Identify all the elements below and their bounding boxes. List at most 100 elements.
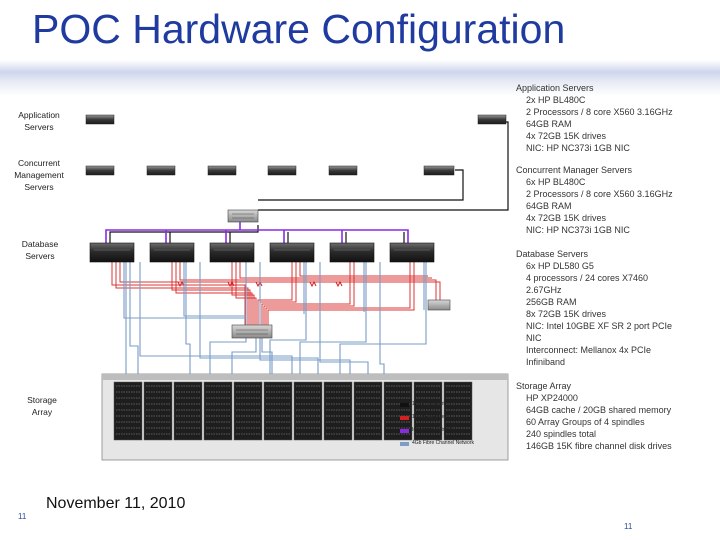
storage-rack: [263, 381, 293, 441]
db-servers-label-line: Database: [21, 239, 59, 249]
storage-rack: [353, 381, 383, 441]
app-servers-label-line: Servers: [24, 122, 54, 132]
cm-server-group: [85, 165, 455, 176]
spec-heading: Storage Array: [516, 381, 572, 391]
spec-line: NIC: Intel 10GBE XF SR 2 port PCIe: [526, 321, 673, 331]
storage-rack: [443, 381, 473, 441]
legend-swatch-infiniband: [400, 429, 409, 433]
cm-uplink: [258, 169, 464, 201]
spec-line: 256GB RAM: [526, 297, 577, 307]
spec-cm-servers: Concurrent Manager Servers 6x HP BL480C …: [516, 164, 716, 236]
spec-line: HP XP24000: [526, 393, 578, 403]
spec-line: 6x HP DL580 G5: [526, 261, 594, 271]
spec-line: NIC: HP NC373i 1GB NIC: [526, 143, 630, 153]
cm-server: [267, 165, 297, 176]
fibre-channel-cables: [123, 262, 427, 380]
spec-app-servers: Application Servers 2x HP BL480C 2 Proce…: [516, 82, 716, 154]
legend-label: 1 GbE Network: [412, 401, 446, 407]
storage-label-line: Storage: [27, 395, 57, 405]
gbe-network-cables: [109, 121, 509, 244]
storage-rack: [413, 381, 443, 441]
legend-swatch-gbe: [400, 403, 409, 407]
db-server: [149, 242, 195, 263]
spec-line: 60 Array Groups of 4 spindles: [526, 417, 645, 427]
cm-servers-label-line: Concurrent: [17, 158, 61, 168]
tengbe-markers: [177, 280, 343, 288]
spec-line: NIC: HP NC373i 1GB NIC: [526, 225, 630, 235]
spec-line: 2.67GHz: [526, 285, 562, 295]
legend-label: 4Gb Fibre Channel Network: [412, 440, 474, 446]
spec-line: Interconnect: Mellanox 4x PCIe: [526, 345, 652, 355]
storage-rack: [203, 381, 233, 441]
storage-rack: [293, 381, 323, 441]
gbe-switch: [227, 209, 259, 223]
spec-line: 240 spindles total: [526, 429, 597, 439]
tengbe-cables: [111, 262, 441, 325]
page-number: 11: [18, 512, 27, 521]
db-server: [269, 242, 315, 263]
legend-swatch-10gbe: [400, 416, 409, 420]
legend-label: 10GbE Network: [412, 414, 448, 420]
spec-heading: Application Servers: [516, 83, 594, 93]
san-switch: [231, 324, 273, 339]
spec-line: 6x HP BL480C: [526, 177, 586, 187]
spec-line: 2x HP BL480C: [526, 95, 586, 105]
spec-line: 64GB cache / 20GB shared memory: [526, 405, 672, 415]
storage-rack: [173, 381, 203, 441]
app-servers-label: Application Servers: [12, 109, 66, 133]
db-server: [209, 242, 255, 263]
storage-rack: [113, 381, 143, 441]
legend-label: Infiniband Network: [412, 427, 454, 433]
app-server: [85, 114, 115, 125]
spec-line: 146GB 15K fibre channel disk drives: [526, 441, 672, 451]
storage-rack: [143, 381, 173, 441]
spec-line: 64GB RAM: [526, 119, 572, 129]
spec-storage: Storage Array HP XP24000 64GB cache / 20…: [516, 380, 716, 452]
storage-rack: [323, 381, 353, 441]
spec-heading: Database Servers: [516, 249, 589, 259]
network-switch-group: [227, 209, 451, 339]
app-servers-label-line: Application: [18, 110, 60, 120]
storage-racks: [113, 381, 473, 441]
cm-server: [146, 165, 176, 176]
db-server: [389, 242, 435, 263]
spec-line: Infiniband: [526, 357, 566, 367]
cm-servers-label-line: Servers: [24, 182, 54, 192]
spec-line: 64GB RAM: [526, 201, 572, 211]
spec-line: 8x 72GB 15K drives: [526, 309, 607, 319]
db-servers-label: Database Servers: [12, 238, 68, 262]
cm-server: [85, 165, 115, 176]
cm-server: [207, 165, 237, 176]
storage-rack: [233, 381, 263, 441]
db-gbe-bus: [109, 225, 259, 244]
footer-date: November 11, 2010: [46, 495, 186, 512]
spec-line: 2 Processors / 8 core X560 3.16GHz: [526, 189, 673, 199]
database-server-group: [89, 242, 435, 263]
cm-servers-label-line: Management: [14, 170, 64, 180]
legend-swatch-fibre: [400, 442, 409, 446]
spec-line: 4x 72GB 15K drives: [526, 213, 607, 223]
storage-label: Storage Array: [16, 394, 68, 418]
spec-db-servers: Database Servers 6x HP DL580 G5 4 proces…: [516, 248, 716, 368]
page-number: 11: [624, 522, 633, 531]
page-title: POC Hardware Configuration: [32, 6, 566, 52]
spec-line: 2 Processors / 8 core X560 3.16GHz: [526, 107, 673, 117]
app-server: [477, 114, 507, 125]
spec-line: 4x 72GB 15K drives: [526, 131, 607, 141]
tengbe-switch: [427, 299, 451, 311]
spec-line: NIC: [526, 333, 542, 343]
db-server: [329, 242, 375, 263]
spec-line: 4 processors / 24 cores X7460: [526, 273, 649, 283]
db-servers-label-line: Servers: [25, 251, 55, 261]
app-uplink: [258, 121, 509, 211]
spec-heading: Concurrent Manager Servers: [516, 165, 633, 175]
infiniband-cables: [105, 222, 409, 244]
application-server-group: [85, 114, 507, 125]
hardware-specs: Application Servers 2x HP BL480C 2 Proce…: [516, 82, 716, 452]
cm-server: [328, 165, 358, 176]
storage-label-line: Array: [31, 407, 53, 417]
cm-servers-label: Concurrent Management Servers: [6, 157, 72, 193]
cm-server: [423, 165, 455, 176]
db-server: [89, 242, 135, 263]
